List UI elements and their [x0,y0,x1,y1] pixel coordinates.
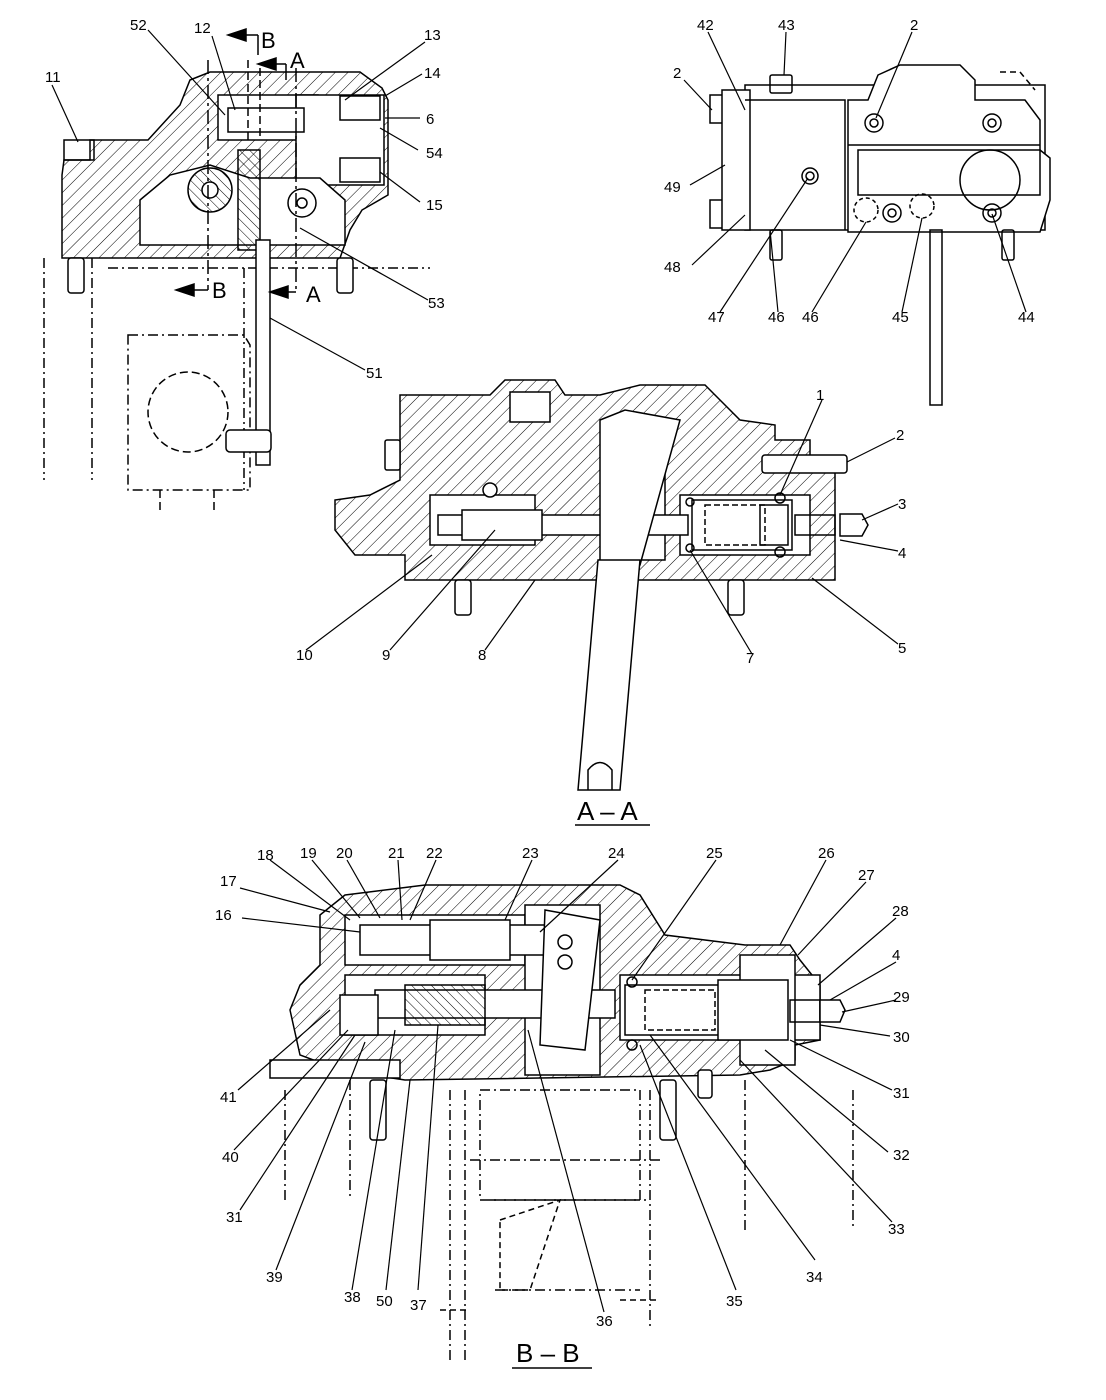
part-label: 28 [892,903,909,920]
part-label: 37 [410,1297,427,1314]
part-label: 35 [726,1293,743,1310]
part-label: 15 [426,197,443,214]
part-label: 23 [522,845,539,862]
part-label: 22 [426,845,443,862]
part-label: 42 [697,17,714,34]
part-label: 48 [664,259,681,276]
part-label: 1 [816,387,824,404]
part-label: 2 [896,427,904,444]
part-label: 3 [898,496,906,513]
part-label: 25 [706,845,723,862]
part-label: 47 [708,309,725,326]
part-label: 4 [898,545,906,562]
part-label: 20 [336,845,353,862]
part-label: 17 [220,873,237,890]
part-label: 14 [424,65,441,82]
part-label: 52 [130,17,147,34]
part-label: 9 [382,647,390,664]
part-label: 46 [802,309,819,326]
part-label: 53 [428,295,445,312]
part-label: 6 [426,111,434,128]
part-label: 7 [746,650,754,667]
part-label: 21 [388,845,405,862]
part-label: 51 [366,365,383,382]
part-label: 34 [806,1269,823,1286]
part-label: 44 [1018,309,1035,326]
part-label: 49 [664,179,681,196]
part-label: 24 [608,845,625,862]
part-label: 16 [215,907,232,924]
part-label: 29 [893,989,910,1006]
part-label: 12 [194,20,211,37]
part-label: 54 [426,145,443,162]
part-label: 27 [858,867,875,884]
part-label: 33 [888,1221,905,1238]
part-number-labels: 52 12 13 14 6 54 15 11 53 51 B A B A 2 4… [45,17,1035,1368]
part-label: 18 [257,847,274,864]
part-label: 41 [220,1089,237,1106]
part-label: 11 [45,69,61,86]
part-label: 32 [893,1147,910,1164]
part-label: 36 [596,1313,613,1330]
part-label: 8 [478,647,486,664]
section-aa-view [335,380,868,825]
part-label: 38 [344,1289,361,1306]
section-title-bb: B – B [516,1338,580,1368]
part-label: 10 [296,647,313,664]
part-label: 2 [910,17,918,34]
part-label: 50 [376,1293,393,1310]
part-label: 31 [226,1209,243,1226]
part-label: 2 [673,65,681,82]
part-label: 31 [893,1085,910,1102]
section-bb-view [270,885,853,1368]
cut-marker: B [212,278,227,303]
section-title-aa: A – A [577,796,638,826]
cut-marker: A [290,48,305,73]
cut-marker: B [261,28,276,53]
top-left-view [44,29,430,510]
part-label: 26 [818,845,835,862]
part-label: 5 [898,640,906,657]
part-label: 4 [892,947,900,964]
part-label: 39 [266,1269,283,1286]
part-label: 45 [892,309,909,326]
part-label: 40 [222,1149,239,1166]
part-label: 19 [300,845,317,862]
part-label: 43 [778,17,795,34]
part-label: 46 [768,309,785,326]
top-right-view [710,65,1050,405]
part-label: 30 [893,1029,910,1046]
part-label: 13 [424,27,441,44]
leader-lines [52,30,1026,1312]
cut-marker: A [306,282,321,307]
